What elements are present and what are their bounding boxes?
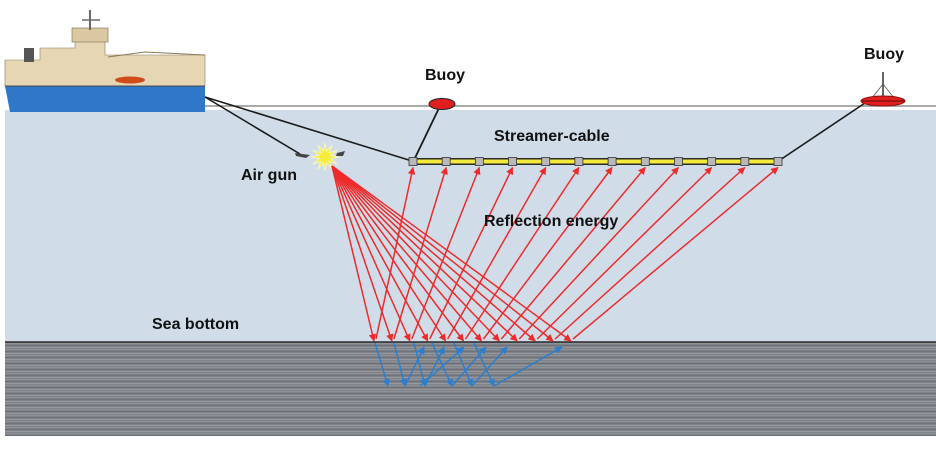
reflected-ray xyxy=(518,166,680,340)
sea-bottom-layer xyxy=(5,342,936,436)
buoy-stay-left xyxy=(871,83,884,99)
label-streamer-cable: Streamer-cable xyxy=(494,128,610,145)
hydrophone xyxy=(640,157,650,166)
streamer-segment xyxy=(649,159,675,164)
subbottom-down-ray xyxy=(374,342,390,387)
incident-ray xyxy=(331,165,377,342)
label-buoy-middle: Buoy xyxy=(425,67,465,84)
subbottom-up-ray xyxy=(451,346,487,387)
incident-ray xyxy=(331,165,500,342)
hydrophone xyxy=(674,157,683,166)
hydrophone xyxy=(773,157,783,166)
streamer-segment xyxy=(682,159,708,164)
subbottom-down-ray xyxy=(473,342,495,387)
subbottom-up-ray xyxy=(471,346,508,387)
streamer-segment xyxy=(450,159,476,164)
subbottom-down-ray xyxy=(393,342,407,387)
hydrophone xyxy=(508,157,517,166)
incident-ray xyxy=(331,165,572,342)
ship-crane xyxy=(107,51,206,58)
hydrophone xyxy=(574,157,584,166)
middle-buoy-line xyxy=(413,105,441,161)
reflected-ray xyxy=(500,166,646,340)
label-sea-bottom: Sea bottom xyxy=(152,316,240,333)
ship-hull xyxy=(5,86,205,112)
label-buoy-right: Buoy xyxy=(864,46,904,63)
hydrophone xyxy=(607,157,617,166)
incident-ray xyxy=(331,165,394,342)
streamer-segment xyxy=(417,159,443,164)
reflected-ray xyxy=(393,166,448,340)
ship-bridge xyxy=(71,27,109,43)
ship-superstructure xyxy=(4,39,206,87)
ship-lifeboat xyxy=(115,76,145,84)
hydrophone xyxy=(408,157,418,166)
incident-ray xyxy=(331,165,429,342)
reflected-ray xyxy=(482,166,613,340)
subbottom-down-ray xyxy=(413,342,427,387)
incident-ray xyxy=(331,165,536,342)
streamer-cable xyxy=(408,157,783,166)
buoy-stay-right xyxy=(882,83,895,99)
air-gun-body-right xyxy=(336,151,345,156)
reflected-ray xyxy=(429,166,514,340)
hydrophone xyxy=(740,157,750,166)
middle-buoy xyxy=(428,98,456,110)
airgun-tow-cable xyxy=(204,96,301,155)
streamer-tow-cable xyxy=(204,96,413,162)
label-reflection-energy: Reflection energy xyxy=(484,213,619,230)
subbottom-rays xyxy=(374,342,563,387)
hydrophone xyxy=(441,157,451,166)
ship-funnel xyxy=(24,48,34,62)
hydrophone xyxy=(474,157,484,166)
incident-ray xyxy=(331,165,483,342)
streamer-segment xyxy=(715,159,741,164)
streamer-segment xyxy=(748,159,774,164)
tail-buoy-line xyxy=(779,102,866,161)
incident-ray xyxy=(331,165,465,342)
hydrophone xyxy=(541,157,551,166)
survey-ship xyxy=(4,10,206,112)
reflected-ray xyxy=(536,166,713,340)
subbottom-up-ray xyxy=(404,346,425,387)
label-air-gun: Air gun xyxy=(241,167,297,184)
subbottom-up-ray xyxy=(419,346,465,387)
sea-water xyxy=(5,110,936,342)
streamer-segment xyxy=(483,159,509,164)
incident-ray xyxy=(331,165,411,342)
incident-ray xyxy=(331,165,554,342)
tail-buoy xyxy=(860,72,906,107)
streamer-segment xyxy=(549,159,575,164)
reflected-ray xyxy=(446,166,547,340)
hydrophone xyxy=(707,157,717,166)
reflected-ray xyxy=(554,166,746,340)
air-gun-body-left xyxy=(295,153,310,158)
streamer-segment xyxy=(616,159,642,164)
reflection-rays xyxy=(331,165,779,342)
subbottom-up-ray xyxy=(493,346,563,387)
reflected-ray xyxy=(572,166,779,340)
streamer-segment xyxy=(582,159,609,164)
reflected-ray xyxy=(411,166,481,340)
incident-ray xyxy=(331,165,447,342)
incident-ray xyxy=(331,165,518,342)
streamer-segment xyxy=(516,159,542,164)
subbottom-down-ray xyxy=(431,342,453,387)
